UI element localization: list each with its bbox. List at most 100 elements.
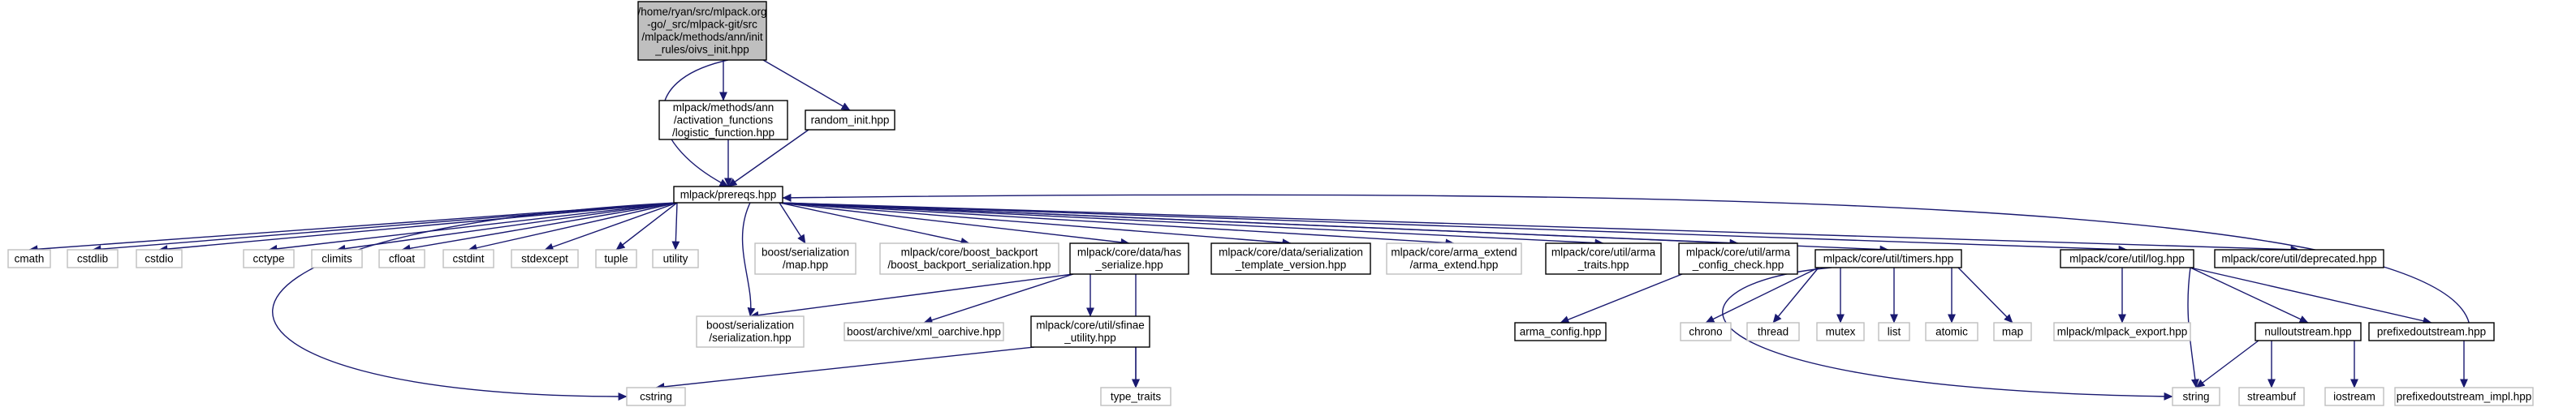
node-label-line: /arma_extend.hpp: [1410, 259, 1499, 271]
node-log[interactable]: mlpack/core/util/log.hpp: [2060, 249, 2194, 268]
node-sfinae[interactable]: mlpack/core/util/sfinae_utility.hpp: [1030, 315, 1150, 348]
node-deprecated[interactable]: mlpack/core/util/deprecated.hpp: [2214, 249, 2384, 268]
node-arma-extend[interactable]: mlpack/core/arma_extend/arma_extend.hpp: [1386, 242, 1522, 275]
node-box: [658, 100, 788, 140]
node-label-line: /map.hpp: [783, 259, 828, 271]
node-label-line: /home/ryan/src/mlpack.org: [637, 6, 766, 18]
node-label-line: -go/_src/mlpack-git/src: [647, 19, 757, 31]
node-mutex[interactable]: mutex: [1816, 322, 1865, 341]
node-box: [637, 1, 767, 61]
node-arma-config-check[interactable]: mlpack/core/util/arma_config_check.hpp: [1678, 242, 1798, 275]
node-has-serialize[interactable]: mlpack/core/data/has_serialize.hpp: [1069, 242, 1189, 275]
edge-prereqs-to-cctype: [268, 202, 678, 253]
node-nulloutstream[interactable]: nulloutstream.hpp: [2255, 322, 2362, 341]
edge-prereqs-to-arma_traits: [779, 202, 1604, 247]
node-box: [1814, 249, 1962, 268]
node-box: [67, 249, 119, 268]
node-box: [2368, 322, 2495, 341]
node-label-line: thread: [1758, 325, 1789, 337]
node-cstdlib[interactable]: cstdlib: [67, 249, 119, 268]
edge-prereqs-to-log: [779, 202, 2128, 254]
node-label-line: streambuf: [2247, 390, 2296, 402]
node-box: [1069, 242, 1189, 275]
node-label-line: climits: [321, 252, 352, 264]
node-box: [1545, 242, 1662, 275]
node-logistic-function[interactable]: mlpack/methods/ann/activation_functions/…: [658, 100, 788, 140]
node-box: [7, 249, 51, 268]
edge-prereqs-to-has_serialize: [779, 202, 1130, 247]
node-box: [879, 242, 1059, 275]
node-cstdio[interactable]: cstdio: [136, 249, 183, 268]
node-cmath[interactable]: cmath: [7, 249, 51, 268]
node-prefixedoutstream[interactable]: prefixedoutstream.hpp: [2368, 322, 2495, 341]
node-box: [2255, 322, 2362, 341]
node-timers[interactable]: mlpack/core/util/timers.hpp: [1814, 249, 1962, 268]
node-arma-traits[interactable]: mlpack/core/util/arma_traits.hpp: [1545, 242, 1662, 275]
node-box: [1993, 322, 2032, 341]
node-boost-map[interactable]: boost/serialization/map.hpp: [754, 242, 857, 275]
edge-log-to-prefixedoutstream: [2190, 267, 2432, 325]
node-prefixedoutstream-impl[interactable]: prefixedoutstream_impl.hpp: [2394, 387, 2534, 406]
node-cfloat[interactable]: cfloat: [378, 249, 425, 268]
node-random-init[interactable]: random_init.hpp: [805, 109, 895, 131]
node-box: [243, 249, 295, 268]
node-stdexcept[interactable]: stdexcept: [511, 249, 579, 268]
edge-prereqs-to-tuple: [615, 202, 678, 251]
node-cstdint[interactable]: cstdint: [442, 249, 494, 268]
node-box: [2394, 387, 2534, 406]
node-box: [2060, 249, 2194, 268]
node-iostream[interactable]: iostream: [2324, 387, 2384, 406]
node-string[interactable]: string: [2172, 387, 2220, 406]
node-utility[interactable]: utility: [652, 249, 699, 268]
node-tuple[interactable]: tuple: [595, 249, 637, 268]
node-label-line: map: [2002, 325, 2023, 337]
node-label-line: type_traits: [1111, 390, 1162, 402]
node-chrono[interactable]: chrono: [1680, 322, 1732, 341]
node-mlpack-export[interactable]: mlpack/mlpack_export.hpp: [2053, 322, 2191, 341]
node-label-line: /activation_functions: [674, 114, 774, 126]
node-xml-oarchive[interactable]: boost/archive/xml_oarchive.hpp: [844, 322, 1004, 341]
node-box: [1878, 322, 1910, 341]
edge-prereqs-to-utility: [671, 202, 680, 251]
edge-prereqs-to-boost_backport: [779, 202, 970, 246]
edge-has_serialize-to-xml_oarchive: [923, 273, 1074, 324]
node-map[interactable]: map: [1993, 322, 2032, 341]
edge-timers-to-chrono: [1705, 267, 1819, 324]
node-arma-config[interactable]: arma_config.hpp: [1514, 322, 1607, 341]
node-atomic[interactable]: atomic: [1925, 322, 1978, 341]
node-label-line: _traits.hpp: [1577, 259, 1629, 271]
node-label-line: mlpack/mlpack_export.hpp: [2057, 325, 2188, 337]
node-cctype[interactable]: cctype: [243, 249, 295, 268]
node-streambuf[interactable]: streambuf: [2238, 387, 2305, 406]
edge-prefixedoutstream-to-prereqs: [782, 193, 2470, 324]
node-type-traits[interactable]: type_traits: [1100, 387, 1171, 406]
node-label-line: prefixedoutstream.hpp: [2377, 325, 2486, 337]
edge-prereqs-to-cstdint: [468, 202, 678, 252]
node-box: [1925, 322, 1978, 341]
node-list[interactable]: list: [1878, 322, 1910, 341]
node-boost-backport[interactable]: mlpack/core/boost_backport/boost_backpor…: [879, 242, 1059, 275]
edge-timers-to-map: [1957, 267, 2013, 324]
node-thread[interactable]: thread: [1746, 322, 1800, 341]
edge-prereqs-to-cstring: [272, 202, 678, 401]
node-label-line: mlpack/core/util/arma: [1551, 247, 1656, 259]
node-label-line: /mlpack/methods/ann/init: [641, 31, 763, 43]
node-serialization-template[interactable]: mlpack/core/data/serialization_template_…: [1210, 242, 1371, 275]
node-label-line: chrono: [1689, 325, 1722, 337]
node-box: [1680, 322, 1732, 341]
node-label-line: mlpack/core/arma_extend: [1391, 247, 1517, 259]
node-label-line: mlpack/prereqs.hpp: [680, 188, 777, 200]
edge-layer: [28, 59, 2470, 401]
edge-prereqs-to-climits: [336, 202, 678, 253]
node-label-line: cmath: [15, 252, 45, 264]
node-box: [626, 387, 686, 406]
node-prereqs[interactable]: mlpack/prereqs.hpp: [673, 186, 783, 204]
edge-prereqs-to-stdexcept: [544, 202, 678, 251]
edge-log-to-nulloutstream: [2190, 267, 2309, 324]
node-box: [2214, 249, 2384, 268]
node-boost-serialization[interactable]: boost/serialization/serialization.hpp: [696, 315, 805, 348]
node-climits[interactable]: climits: [311, 249, 363, 268]
node-cstring[interactable]: cstring: [626, 387, 686, 406]
node-oivs-init[interactable]: /home/ryan/src/mlpack.org-go/_src/mlpack…: [637, 1, 767, 61]
node-label-line: mlpack/core/util/timers.hpp: [1823, 252, 1954, 264]
